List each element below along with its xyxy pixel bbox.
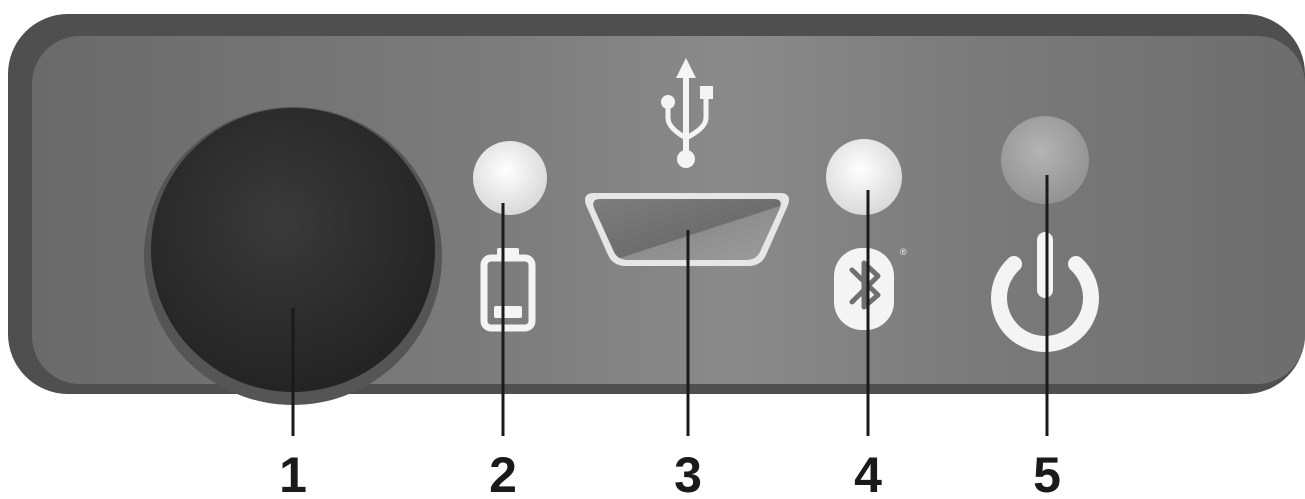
leader-lines bbox=[291, 175, 1049, 436]
power-button bbox=[1001, 116, 1089, 204]
knob-body bbox=[151, 108, 435, 392]
callout-labels: 1 2 3 4 5 bbox=[279, 447, 1061, 499]
callout-2: 2 bbox=[489, 447, 517, 499]
power-icon bbox=[991, 232, 1099, 352]
callout-1: 1 bbox=[279, 447, 307, 499]
usb-port-group bbox=[585, 58, 789, 266]
callout-4: 4 bbox=[854, 447, 882, 499]
micro-usb-port bbox=[593, 199, 781, 260]
usb-icon bbox=[661, 58, 713, 168]
bluetooth-indicator: ® bbox=[826, 139, 907, 330]
callout-5: 5 bbox=[1033, 447, 1061, 499]
battery-led bbox=[473, 141, 547, 215]
control-knob bbox=[144, 107, 442, 405]
bluetooth-icon: ® bbox=[834, 247, 907, 330]
callout-3: 3 bbox=[674, 447, 702, 499]
bluetooth-led bbox=[826, 139, 902, 215]
power-control bbox=[991, 116, 1099, 352]
registered-mark: ® bbox=[900, 247, 907, 257]
